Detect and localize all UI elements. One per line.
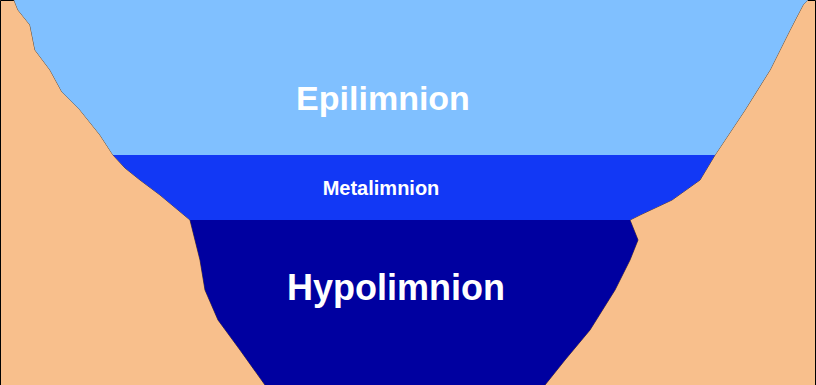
water-layer	[190, 220, 638, 385]
layer-shape	[14, 0, 808, 155]
water-layer	[113, 155, 715, 220]
layer-name: Hypolimnion	[287, 268, 505, 308]
metalimnion-band: Metalimnion	[113, 155, 715, 220]
water-layer	[14, 0, 808, 155]
hypolimnion-band: Hypolimnion	[190, 220, 638, 385]
epilimnion-band: Epilimnion	[14, 0, 808, 155]
layer-name: Epilimnion	[296, 80, 470, 117]
layer-name: Metalimnion	[323, 177, 440, 199]
